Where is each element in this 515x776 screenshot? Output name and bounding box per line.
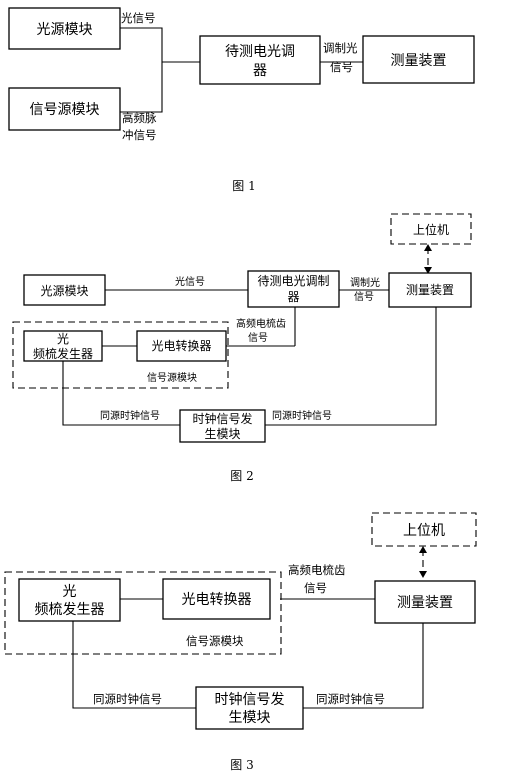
- fig1-modulator-label-2: 器: [253, 63, 267, 79]
- fig3-sync-clock-right-label: 同源时钟信号: [316, 692, 385, 706]
- fig2-clock-label-1: 时钟信号发: [192, 411, 252, 426]
- fig3-comb-gen-label-2: 频梳发生器: [35, 602, 105, 618]
- fig1-measure-label: 测量装置: [391, 53, 447, 69]
- fig2-modulator-box: [247, 270, 340, 308]
- fig1-light-signal-label: 光信号: [121, 11, 156, 25]
- fig1-merge-line: [120, 27, 163, 113]
- fig3-clock-box: [195, 686, 304, 730]
- fig2-comb-gen-box: [23, 330, 103, 362]
- fig2-clock-box: [179, 409, 266, 443]
- fig2-pd-box: [136, 330, 227, 362]
- fig2-arrow-down: [424, 267, 432, 274]
- fig2-clock-label-2: 生模块: [204, 427, 240, 441]
- fig2-modulated-light-label-1: 调制光: [350, 276, 380, 289]
- fig2-clock-left-line: [62, 361, 180, 426]
- figure-2: 上位机 光源模块 待测电光调制 器 测量装置 光 频梳发生器 光电转换器 信号源…: [12, 213, 472, 483]
- fig1-light-source-box: [8, 7, 121, 50]
- fig2-modulator-label-2: 器: [287, 290, 299, 304]
- fig2-comb-gen-label-1: 光: [57, 332, 69, 346]
- fig2-pd-label: 光电转换器: [151, 338, 211, 353]
- fig1-light-source-label: 光源模块: [37, 22, 93, 38]
- fig3-signal-group-label: 信号源模块: [186, 634, 244, 648]
- fig1-hf-pulse-label-1: 高频脉: [122, 111, 157, 125]
- fig2-measure-label: 测量装置: [406, 283, 454, 297]
- fig3-pd-label: 光电转换器: [182, 591, 252, 608]
- fig2-signal-group-label: 信号源模块: [147, 371, 197, 384]
- fig3-clock-left-line: [72, 621, 196, 709]
- fig2-comb-gen-label-2: 频梳发生器: [33, 346, 93, 361]
- fig2-light-source-label: 光源模块: [40, 284, 88, 298]
- fig2-arrow-up: [424, 244, 432, 251]
- fig2-modulator-label-1: 待测电光调制: [257, 274, 329, 288]
- figure-3: 上位机 光 频梳发生器 光电转换器 信号源模块 测量装置 时钟信号发 生模块 高…: [4, 512, 477, 772]
- fig1-caption: 图 1: [232, 179, 255, 193]
- fig2-clock-right-line: [265, 307, 437, 426]
- fig3-arrow-down: [419, 571, 427, 578]
- fig1-modulated-light-label-2: 信号: [330, 60, 353, 74]
- fig2-sync-clock-right-label: 同源时钟信号: [272, 409, 332, 422]
- fig2-signal-group-box: [12, 321, 229, 389]
- figure-1: 光源模块 信号源模块 待测电光调 器 测量装置 光信号 高频脉 冲信号 调制光 …: [8, 7, 475, 193]
- fig1-signal-source-box: [8, 87, 121, 131]
- fig2-modulated-light-label-2: 信号: [354, 291, 374, 303]
- fig1-signal-source-label: 信号源模块: [30, 102, 100, 118]
- fig1-modulator-label-1: 待测电光调: [225, 44, 295, 60]
- fig2-light-source-box: [23, 274, 106, 306]
- fig3-clock-label-1: 时钟信号发: [215, 691, 285, 708]
- fig3-comb-signal-label-1: 高频电梳齿: [288, 563, 346, 577]
- fig1-modulated-light-label-1: 调制光: [323, 41, 358, 55]
- fig3-signal-group-box: [4, 571, 282, 655]
- fig3-measure-label: 测量装置: [397, 595, 453, 611]
- fig3-clock-label-2: 生模块: [229, 710, 271, 726]
- fig2-comb-signal-label-1: 高频电梳齿: [236, 317, 286, 330]
- fig2-light-signal-label: 光信号: [175, 275, 205, 288]
- fig3-arrow-up: [419, 546, 427, 553]
- fig3-comb-gen-box: [18, 578, 121, 622]
- fig1-modulator-box: [199, 35, 321, 85]
- fig2-measure-box: [388, 272, 472, 308]
- fig3-comb-signal-label-2: 信号: [304, 581, 327, 595]
- fig3-sync-clock-left-label: 同源时钟信号: [93, 692, 162, 706]
- fig3-comb-gen-label-1: 光: [63, 584, 77, 600]
- fig3-measure-box: [374, 580, 476, 624]
- fig3-host-box: [371, 512, 477, 547]
- fig3-caption: 图 3: [230, 758, 253, 772]
- fig2-host-box: [390, 213, 472, 245]
- fig3-host-label: 上位机: [403, 523, 445, 539]
- fig3-clock-right-line: [303, 623, 424, 709]
- fig2-comb-signal-label-2: 信号: [248, 332, 268, 344]
- fig1-hf-pulse-label-2: 冲信号: [122, 128, 157, 142]
- fig2-sync-clock-left-label: 同源时钟信号: [100, 409, 160, 422]
- fig1-measure-box: [362, 35, 475, 84]
- fig2-host-label: 上位机: [413, 222, 449, 237]
- fig3-pd-box: [162, 578, 271, 620]
- fig2-caption: 图 2: [230, 469, 253, 483]
